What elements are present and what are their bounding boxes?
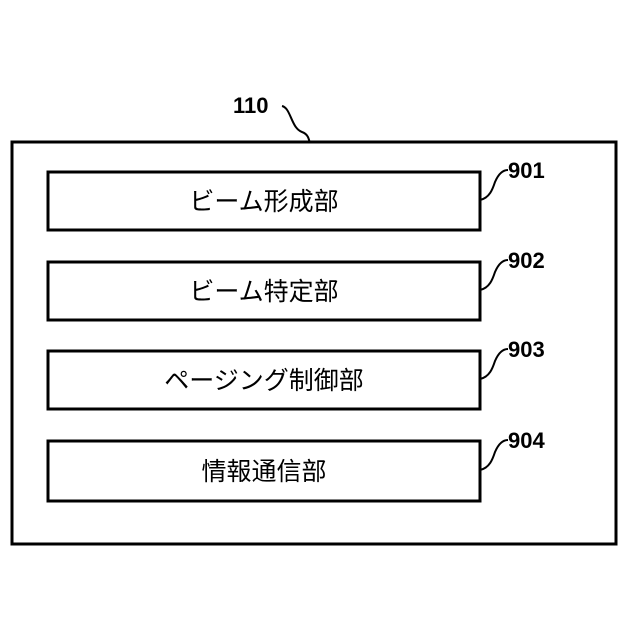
device-ref-label: 110	[233, 93, 269, 118]
block-ref-label: 901	[508, 158, 545, 183]
block-label: ビーム形成部	[189, 187, 338, 216]
block-ref-label: 902	[508, 248, 545, 273]
block-label: 情報通信部	[201, 457, 326, 486]
block-ref-label: 904	[508, 428, 545, 453]
block-label: ページング制御部	[164, 366, 364, 395]
block-label: ビーム特定部	[189, 277, 338, 306]
block-ref-label: 903	[508, 337, 545, 362]
device-ref-leader	[282, 106, 310, 144]
